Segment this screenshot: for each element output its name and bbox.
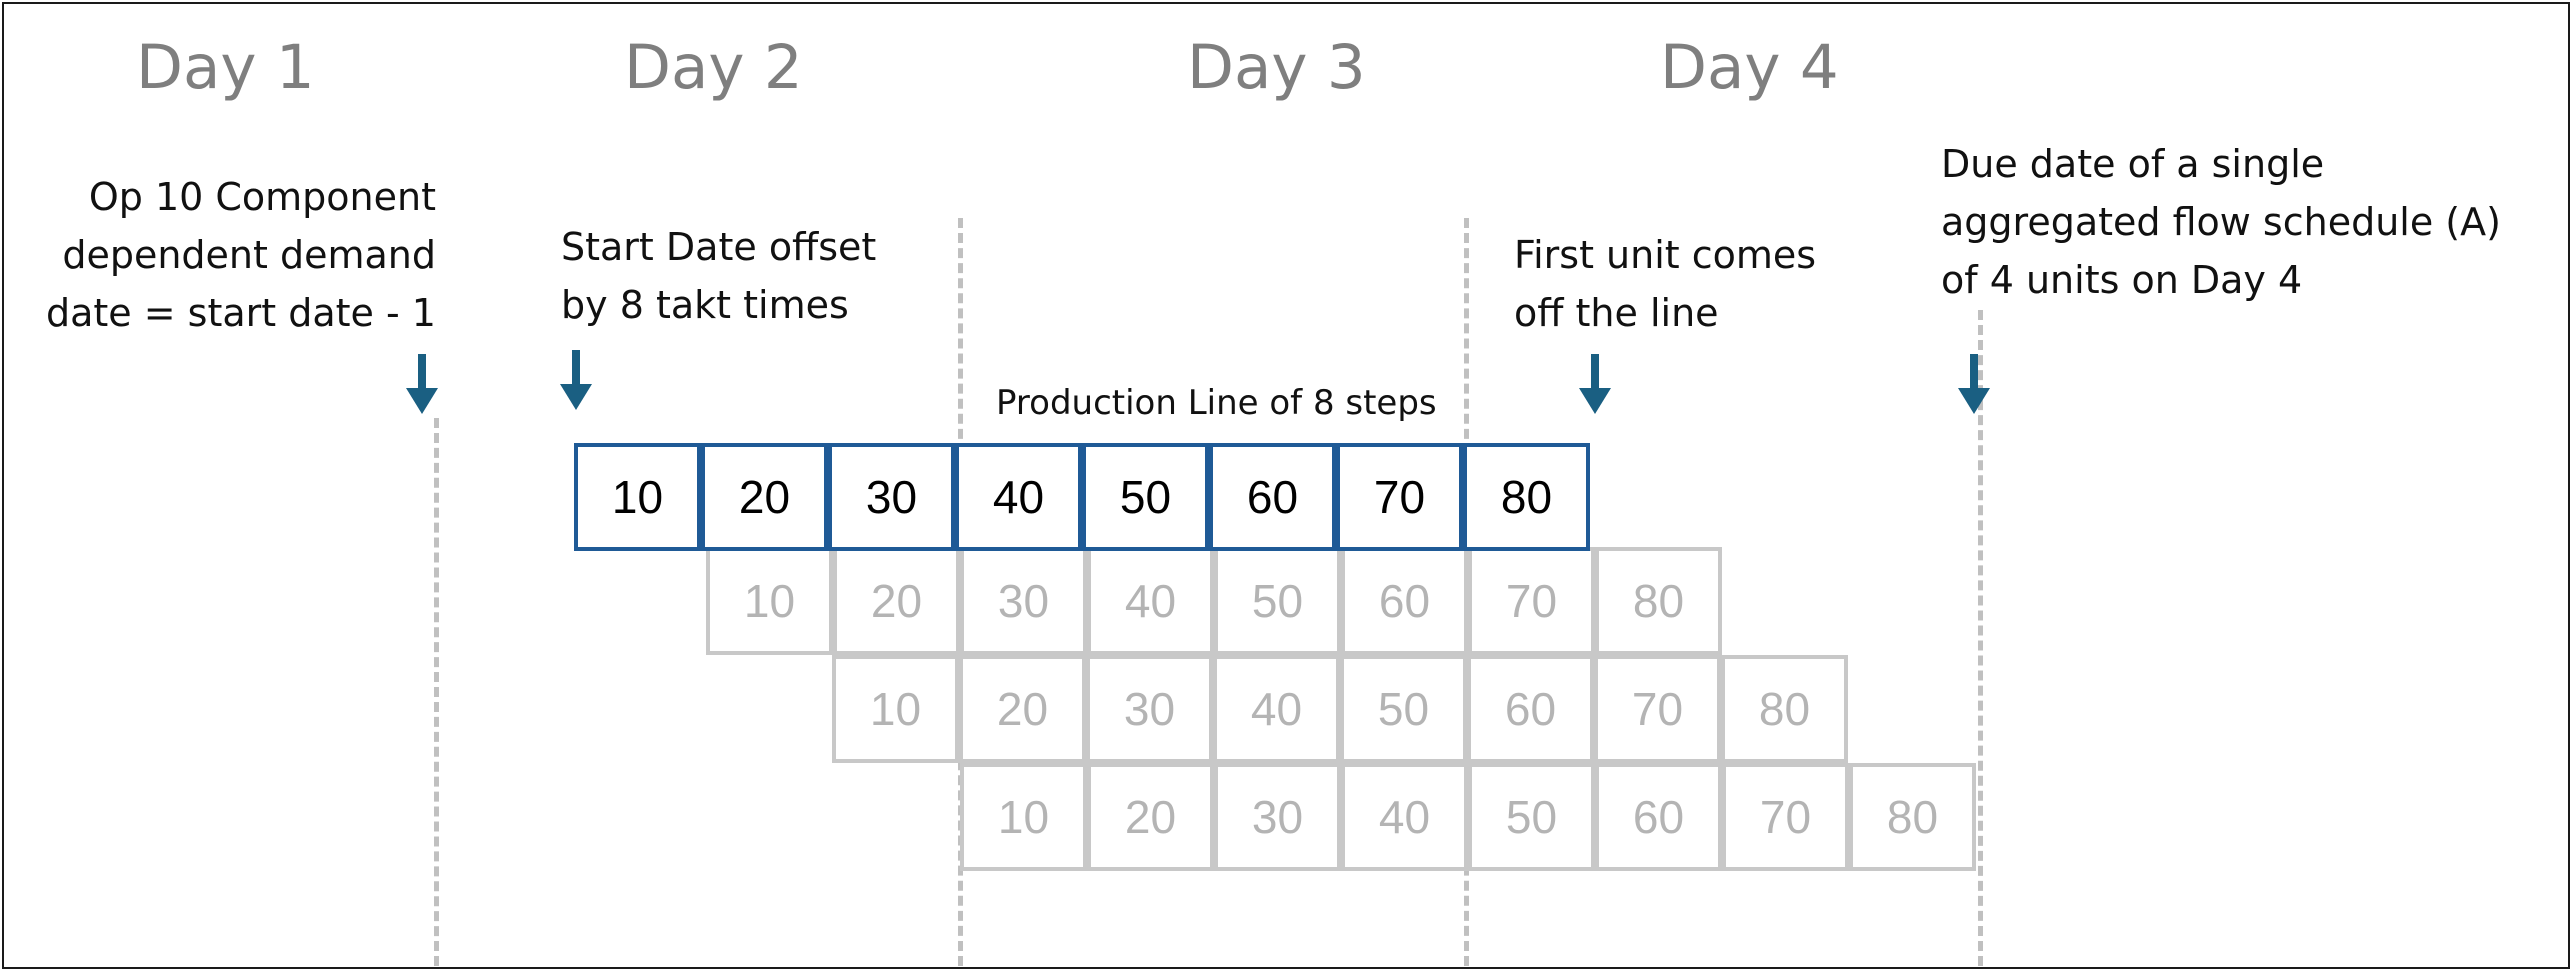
due-date-note: Due date of a single aggregated flow sch… (1941, 135, 2501, 309)
first-unit-line-2: off the line (1514, 291, 1719, 335)
due-date-line-3: of 4 units on Day 4 (1941, 258, 2303, 302)
production-line-label: Production Line of 8 steps (996, 383, 1437, 423)
op10-note-line-3: date = start date - 1 (45, 291, 436, 335)
start-note-line-2: by 8 takt times (561, 283, 849, 327)
step-cell: 60 (1341, 547, 1468, 655)
step-cell: 70 (1336, 443, 1463, 551)
day-4-label: Day 4 (1660, 32, 1839, 103)
step-cell: 10 (706, 547, 833, 655)
op10-note-line-1: Op 10 Component (88, 175, 436, 219)
step-cell: 30 (960, 547, 1087, 655)
step-cell: 40 (1213, 655, 1340, 763)
step-cell: 80 (1463, 443, 1590, 551)
down-arrow-icon (560, 350, 592, 410)
first-unit-line-1: First unit comes (1514, 233, 1817, 277)
step-cell: 50 (1468, 763, 1595, 871)
step-cell: 10 (832, 655, 959, 763)
due-date-line-2: aggregated flow schedule (A) (1941, 200, 2501, 244)
step-cell: 10 (960, 763, 1087, 871)
op10-note: Op 10 Component dependent demand date = … (46, 168, 436, 342)
step-cell: 60 (1467, 655, 1594, 763)
step-cell: 30 (1214, 763, 1341, 871)
step-cell: 70 (1722, 763, 1849, 871)
due-date-line-1: Due date of a single (1941, 142, 2325, 186)
day-divider-1 (434, 418, 439, 966)
down-arrow-icon (1958, 354, 1990, 414)
step-cell: 50 (1340, 655, 1467, 763)
start-note-line-1: Start Date offset (561, 225, 877, 269)
day-2-label: Day 2 (624, 32, 803, 103)
step-cell: 20 (959, 655, 1086, 763)
start-date-note: Start Date offset by 8 takt times (561, 218, 876, 334)
step-cell: 80 (1595, 547, 1722, 655)
step-cell: 80 (1849, 763, 1976, 871)
step-cell: 20 (833, 547, 960, 655)
step-cell: 10 (574, 443, 701, 551)
step-cell: 40 (1341, 763, 1468, 871)
down-arrow-icon (406, 354, 438, 414)
step-cell: 70 (1594, 655, 1721, 763)
first-unit-note: First unit comes off the line (1514, 226, 1816, 342)
op10-note-line-2: dependent demand (62, 233, 436, 277)
step-cell: 40 (955, 443, 1082, 551)
step-cell: 20 (1087, 763, 1214, 871)
step-cell: 60 (1595, 763, 1722, 871)
step-cell: 60 (1209, 443, 1336, 551)
step-cell: 40 (1087, 547, 1214, 655)
down-arrow-icon (1579, 354, 1611, 414)
step-cell: 30 (828, 443, 955, 551)
day-divider-4 (1978, 310, 1983, 966)
step-cell: 50 (1214, 547, 1341, 655)
step-cell: 50 (1082, 443, 1209, 551)
step-cell: 20 (701, 443, 828, 551)
step-cell: 70 (1468, 547, 1595, 655)
step-cell: 80 (1721, 655, 1848, 763)
step-cell: 30 (1086, 655, 1213, 763)
day-3-label: Day 3 (1187, 32, 1366, 103)
day-1-label: Day 1 (136, 32, 315, 103)
